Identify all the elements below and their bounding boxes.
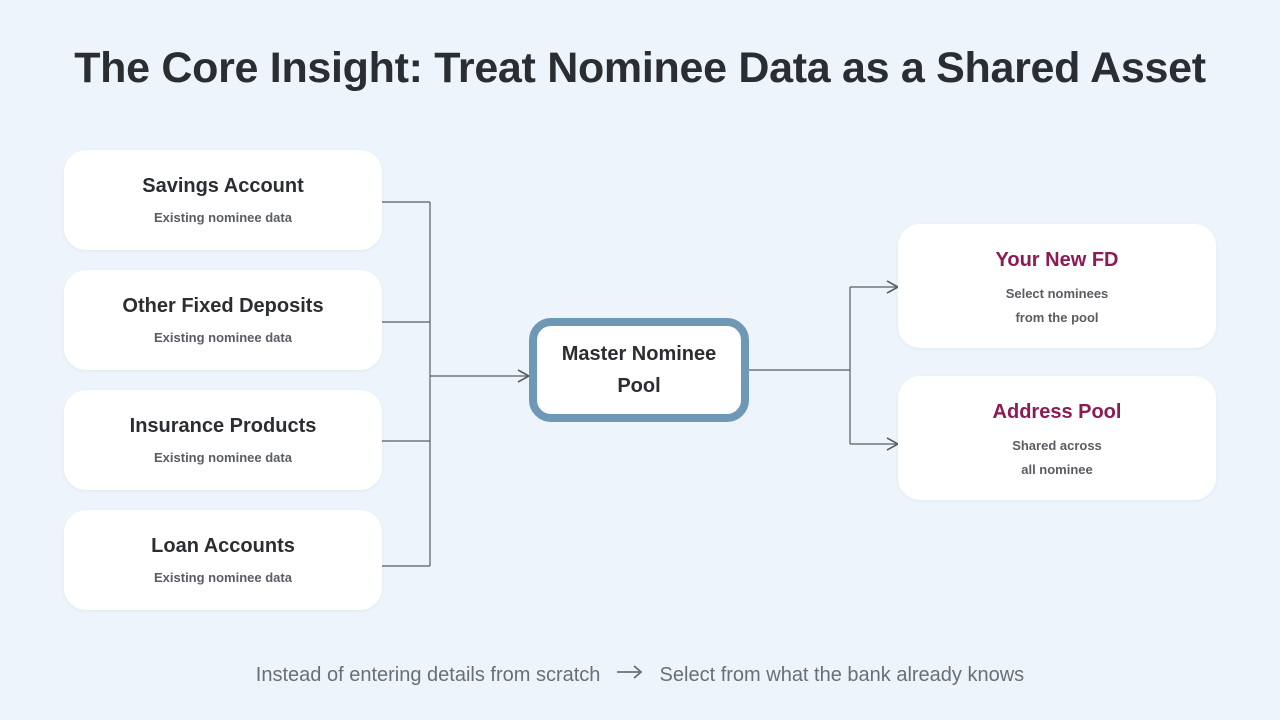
- source-card-loan-accounts: Loan Accounts Existing nominee data: [64, 510, 382, 610]
- source-subtitle: Existing nominee data: [154, 570, 292, 585]
- target-title: Address Pool: [992, 401, 1122, 423]
- diagram-title: The Core Insight: Treat Nominee Data as …: [74, 44, 1206, 92]
- target-subtitle: Select nominees from the pool: [1005, 286, 1109, 325]
- target-title: Your New FD: [995, 249, 1119, 271]
- footer-caption: Instead of entering details from scratch…: [0, 664, 1280, 687]
- source-title: Savings Account: [142, 175, 304, 197]
- master-label: Master Nominee Pool: [561, 343, 717, 397]
- source-card-other-fixed-deposits: Other Fixed Deposits Existing nominee da…: [64, 270, 382, 370]
- source-card-savings-account: Savings Account Existing nominee data: [64, 150, 382, 250]
- right-arrow-icon: [616, 662, 644, 685]
- source-title: Insurance Products: [129, 415, 317, 437]
- source-card-insurance-products: Insurance Products Existing nominee data: [64, 390, 382, 490]
- source-subtitle: Existing nominee data: [154, 210, 292, 225]
- source-title: Loan Accounts: [151, 535, 295, 557]
- footer-right-text: Select from what the bank already knows: [659, 664, 1025, 686]
- footer-left-text: Instead of entering details from scratch: [255, 664, 601, 686]
- target-card-address-pool: Address Pool Shared across all nominee: [898, 376, 1216, 500]
- master-nominee-pool: Master Nominee Pool: [529, 318, 749, 422]
- target-card-new-fd: Your New FD Select nominees from the poo…: [898, 224, 1216, 348]
- target-subtitle: Shared across all nominee: [1012, 438, 1102, 477]
- source-subtitle: Existing nominee data: [154, 450, 292, 465]
- source-title: Other Fixed Deposits: [122, 295, 324, 317]
- source-subtitle: Existing nominee data: [154, 330, 292, 345]
